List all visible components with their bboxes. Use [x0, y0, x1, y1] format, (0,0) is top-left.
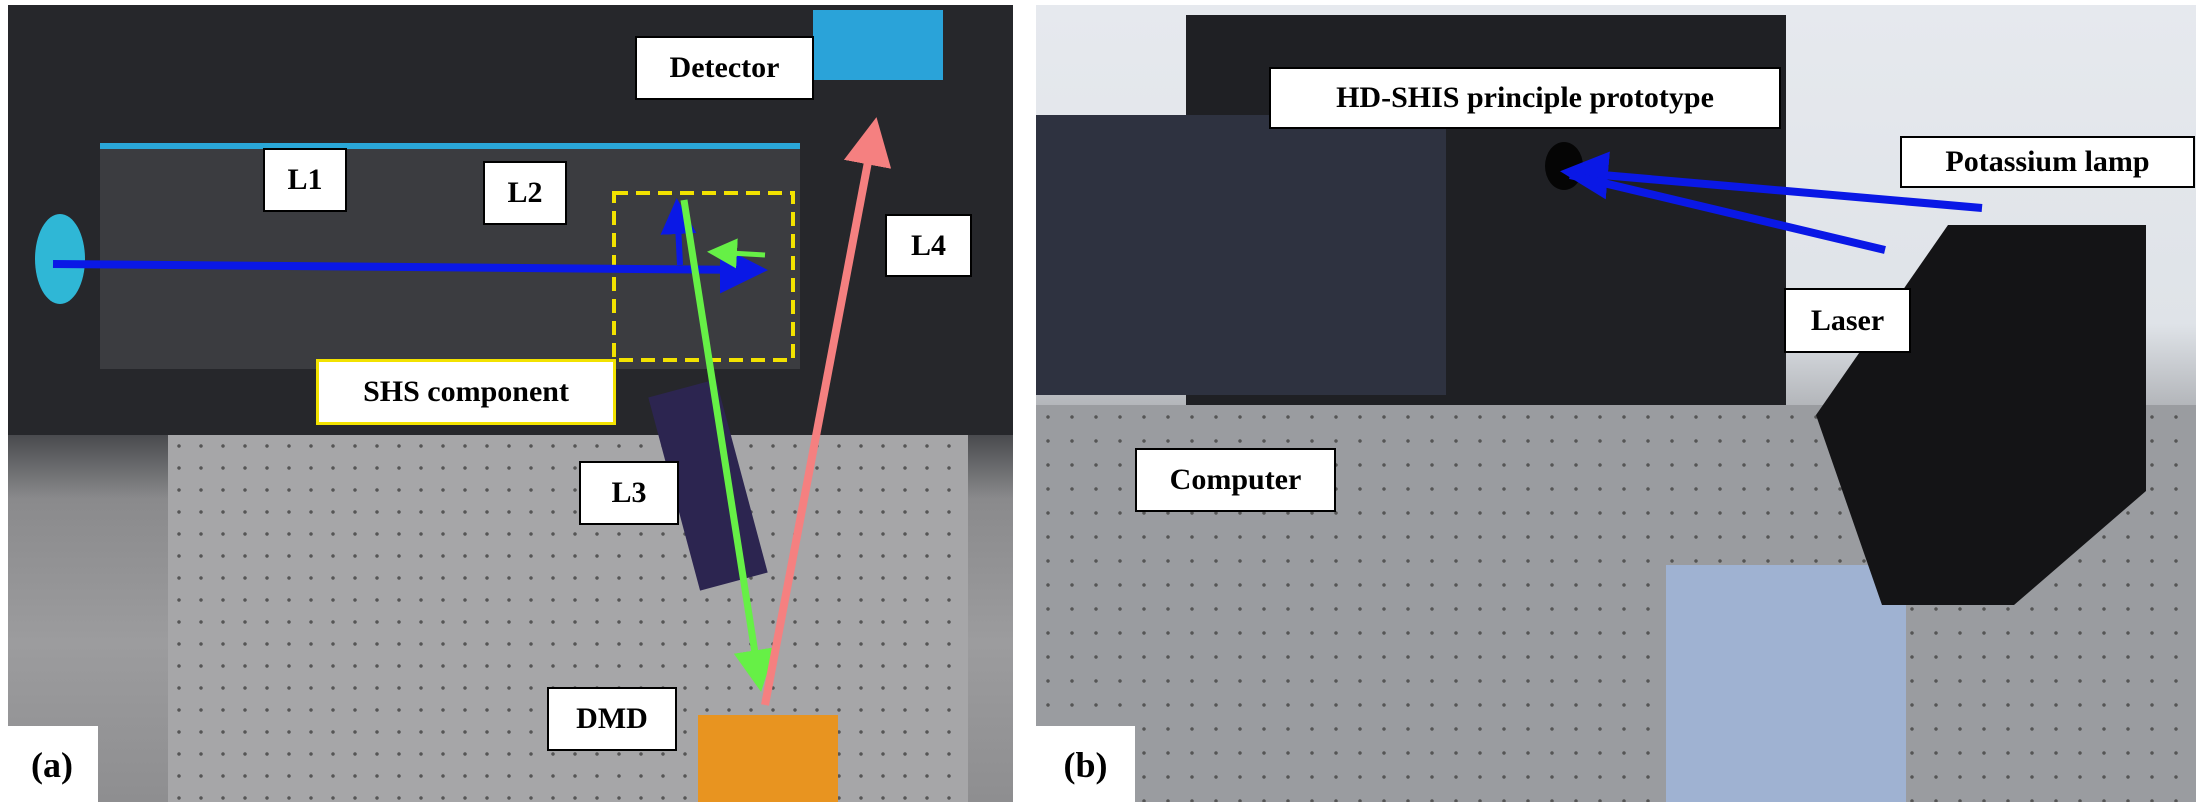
green-beam-arrow [680, 199, 776, 692]
label-detector: Detector [635, 36, 814, 100]
label-prototype: HD-SHIS principle prototype [1269, 67, 1781, 129]
label-l4: L4 [885, 214, 972, 277]
red-beam-arrow [761, 117, 892, 706]
label-l3: L3 [579, 461, 679, 525]
prototype-entrance-hole [1545, 142, 1583, 190]
green-small-arrow [707, 238, 766, 269]
label-computer: Computer [1135, 448, 1336, 512]
label-l2: L2 [483, 161, 567, 225]
lamp-power-supply [1666, 565, 1906, 802]
label-dmd: DMD [547, 687, 677, 751]
panel-b-tag: (b) [1036, 726, 1135, 803]
label-potassium-lamp: Potassium lamp [1900, 136, 2195, 188]
monitor [1036, 115, 1446, 395]
input-beam-arrow [52, 245, 768, 294]
shs-component-box [612, 191, 795, 362]
detector-camera [813, 10, 943, 80]
entrance-aperture [35, 214, 85, 304]
label-shs-component: SHS component [316, 359, 616, 425]
optical-bench-rail [100, 143, 800, 369]
lamp-beam-arrow [1560, 151, 1983, 212]
label-laser: Laser [1784, 288, 1911, 353]
reflected-beam-arrow [660, 198, 697, 266]
dmd-device [698, 715, 838, 802]
panel-a-tag: (a) [6, 726, 98, 803]
laser-beam-arrow [1569, 171, 1886, 254]
label-l1: L1 [263, 148, 347, 212]
